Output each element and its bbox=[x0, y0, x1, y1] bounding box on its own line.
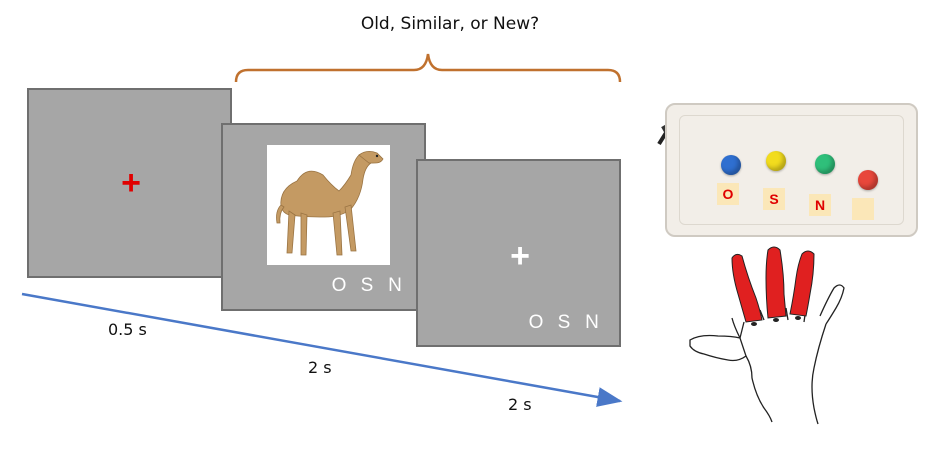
key-red[interactable] bbox=[858, 170, 878, 190]
option-similar-letter: S bbox=[557, 312, 571, 333]
key-yellow[interactable] bbox=[766, 151, 786, 171]
duration-label-response: 2 s bbox=[508, 395, 532, 414]
keypad-panel bbox=[679, 115, 904, 225]
option-new-letter: N bbox=[388, 275, 402, 296]
key-blue[interactable] bbox=[721, 155, 741, 175]
white-fixation-cross: + bbox=[510, 237, 530, 275]
red-fixation-cross: + bbox=[121, 164, 141, 202]
response-window-bracket bbox=[234, 53, 622, 83]
option-new-letter: N bbox=[585, 312, 599, 333]
hand-illustration bbox=[689, 246, 845, 425]
key-label-blank bbox=[852, 198, 874, 220]
response-keypad: O S N bbox=[665, 103, 918, 237]
key-label-new: N bbox=[809, 194, 831, 216]
option-old-letter: O bbox=[528, 312, 544, 333]
key-label-similar: S bbox=[763, 188, 785, 210]
option-similar-letter: S bbox=[360, 275, 374, 296]
question-text: Old, Similar, or New? bbox=[360, 14, 540, 34]
key-label-old: O bbox=[717, 183, 739, 205]
duration-label-stimulus: 2 s bbox=[308, 358, 332, 377]
option-old-letter: O bbox=[331, 275, 347, 296]
duration-label-fixation: 0.5 s bbox=[108, 320, 147, 339]
fixation-screen: + bbox=[27, 88, 232, 278]
key-green[interactable] bbox=[815, 154, 835, 174]
camel-image bbox=[267, 145, 390, 265]
